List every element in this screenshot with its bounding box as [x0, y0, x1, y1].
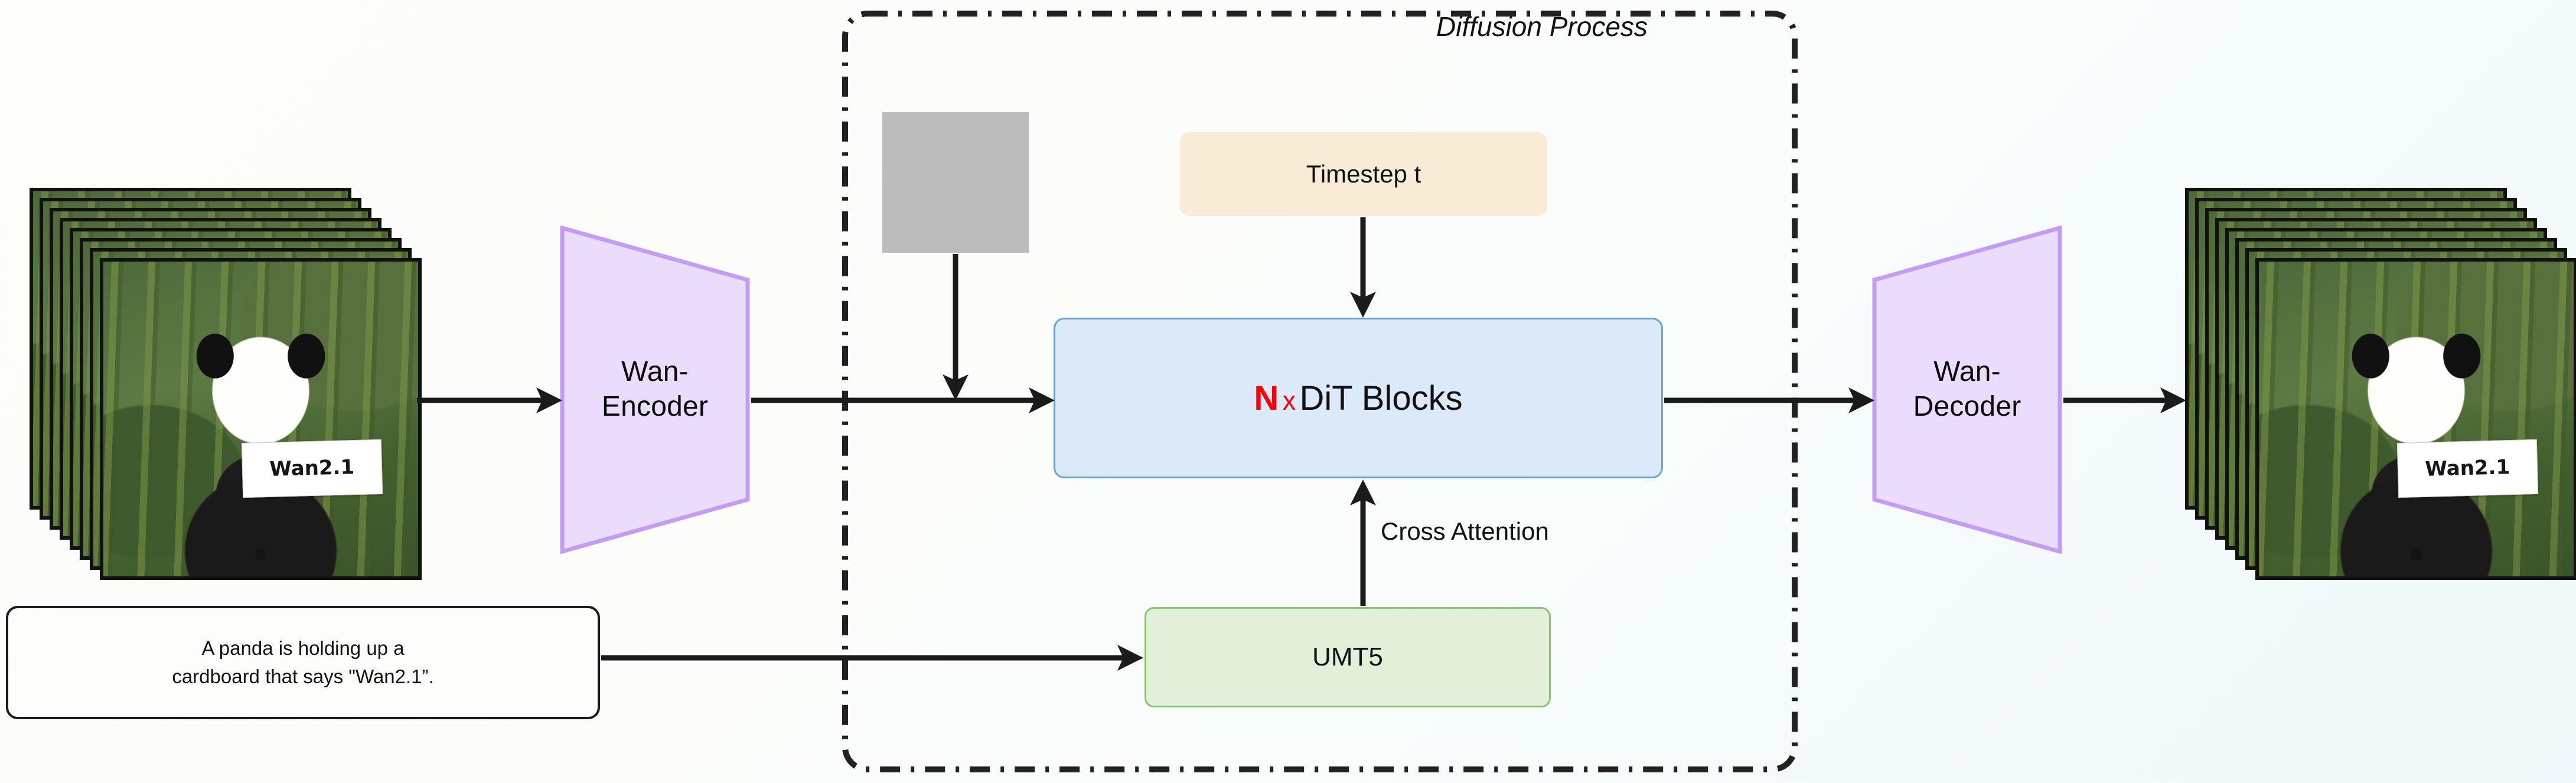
- output-video-frames: Wan2.1: [2185, 188, 2576, 586]
- frame-layer-front: Wan2.1: [100, 258, 422, 580]
- cross-attention-label: Cross Attention: [1381, 517, 1549, 545]
- diffusion-process-title: Diffusion Process: [1436, 11, 1648, 42]
- wan-decoder-node[interactable]: Wan- Decoder: [1872, 226, 2062, 554]
- edge-encoder-to-dit: [751, 387, 1055, 413]
- gaussian-noise-latent: [882, 112, 1029, 253]
- wan-encoder-label: Wan- Encoder: [602, 355, 708, 424]
- timestep-node[interactable]: Timestep t: [1180, 132, 1547, 216]
- text-prompt-box[interactable]: A panda is holding up a cardboard that s…: [6, 606, 600, 719]
- wan-encoder-node[interactable]: Wan- Encoder: [560, 226, 750, 554]
- wan-decoder-label: Wan- Decoder: [1913, 355, 2021, 424]
- dit-block-count: N: [1254, 379, 1279, 417]
- edge-timestep-to-dit: [1350, 217, 1376, 318]
- prompt-line-1: A panda is holding up a: [201, 637, 405, 660]
- edge-prompt-to-umt5: [601, 645, 1143, 671]
- dit-blocks-text: DiT Blocks: [1299, 379, 1463, 417]
- edge-umt5-to-dit-cross-attention: [1350, 479, 1376, 606]
- wan-decoder-label-line2: Decoder: [1913, 391, 2021, 422]
- wan-encoder-label-line1: Wan-: [621, 356, 689, 388]
- dit-multiplier-symbol: x: [1282, 385, 1296, 416]
- edge-noise-to-latent: [943, 254, 969, 400]
- edge-decoder-to-frames: [2063, 387, 2186, 413]
- wan-encoder-label-line2: Encoder: [601, 391, 709, 422]
- wan-decoder-label-line1: Wan-: [1933, 356, 2001, 388]
- frame-layer-front: Wan2.1: [2255, 258, 2576, 580]
- timestep-label: Timestep t: [1306, 160, 1421, 188]
- input-video-frames: Wan2.1: [30, 188, 422, 586]
- umt5-label: UMT5: [1312, 642, 1383, 671]
- prompt-line-2: cardboard that says "Wan2.1”.: [172, 665, 434, 687]
- umt5-node[interactable]: UMT5: [1144, 607, 1551, 707]
- edge-frames-to-encoder: [417, 387, 562, 413]
- edge-dit-to-decoder: [1664, 387, 1874, 413]
- diffusion-process-group: [841, 9, 1799, 774]
